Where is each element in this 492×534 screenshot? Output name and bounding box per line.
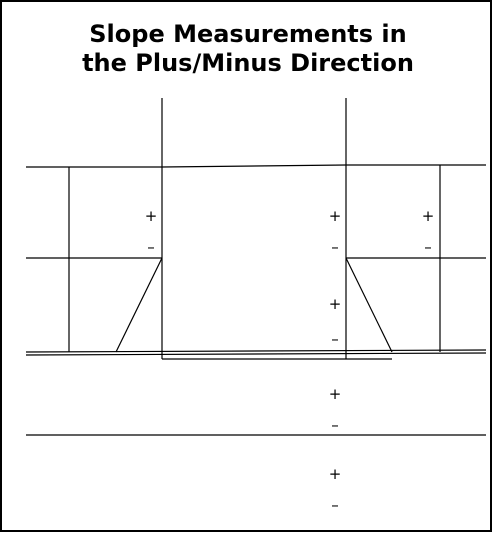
plus-sign-right: + xyxy=(422,207,435,225)
left-slope-line xyxy=(115,257,163,353)
minus-sign-right: – xyxy=(424,238,432,256)
plus-sign-center-mid: + xyxy=(329,295,342,313)
sign-markers: + – + – + – + – + – + – xyxy=(145,207,435,514)
minus-sign-center-mid: – xyxy=(331,330,339,348)
diagram-title: Slope Measurements in the Plus/Minus Dir… xyxy=(2,20,492,78)
plus-sign-center-lower: + xyxy=(329,385,342,403)
top-horizontal-middle xyxy=(161,164,347,168)
title-line-2: the Plus/Minus Direction xyxy=(82,49,414,77)
plus-sign-center-bottom: + xyxy=(329,465,342,483)
ground-line-upper xyxy=(25,349,487,353)
right-slope-line xyxy=(345,257,393,353)
minus-sign-left: – xyxy=(147,238,155,256)
minus-sign-center-lower: – xyxy=(331,416,339,434)
plus-sign-left: + xyxy=(145,207,158,225)
diagram-lines xyxy=(25,98,487,436)
minus-sign-center-bottom: – xyxy=(331,496,339,514)
ground-line-lower xyxy=(25,352,487,356)
title-line-1: Slope Measurements in xyxy=(89,20,407,48)
plus-sign-center-top: + xyxy=(329,207,342,225)
minus-sign-center-top: – xyxy=(331,238,339,256)
